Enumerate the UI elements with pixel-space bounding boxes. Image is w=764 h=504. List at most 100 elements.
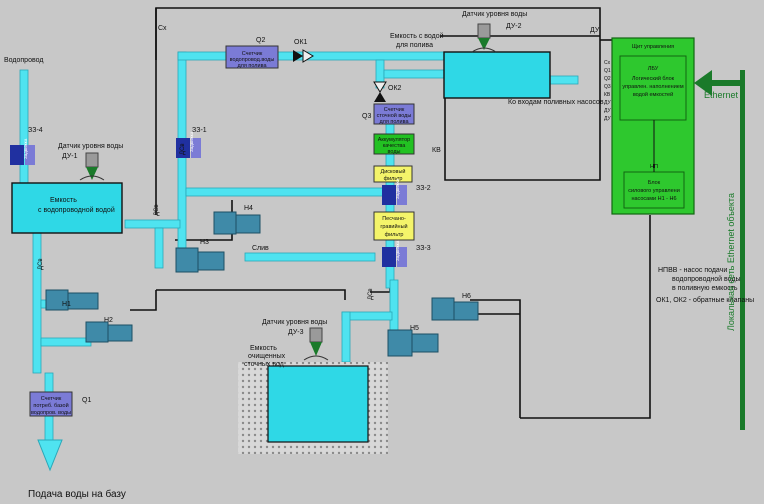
ethernet-label: Ethernet — [704, 90, 739, 100]
label-zz1: ЗЗ-1 — [192, 127, 207, 134]
label-zz2: ЗЗ-2 — [416, 185, 431, 192]
disk-l1: Дисковый — [380, 168, 405, 175]
dsv-right-label: ДСв — [180, 143, 186, 155]
legend-line4: ОК1, ОК2 - обратные клапаны — [656, 296, 754, 304]
sensor1-id: ДУ-1 — [62, 153, 78, 160]
sensor-1-icon — [79, 152, 105, 181]
sensor1-title: Датчик уровня воды — [58, 143, 123, 150]
panel-side-2: Q2 — [604, 76, 611, 82]
sensor2-id: ДУ-2 — [506, 23, 522, 30]
pumps — [45, 211, 479, 357]
power-block — [623, 171, 685, 209]
panel-side-6: ДУ — [604, 108, 611, 114]
meter-q1-l3: водопров. воды — [31, 410, 71, 416]
sensor3-id: ДУ-3 — [288, 329, 304, 336]
accum-l1: Аккумулятор — [378, 137, 410, 143]
panel-title: Щит управления — [632, 44, 674, 50]
sand-l1: Песчано- — [382, 216, 406, 222]
tank3-line3: сточных вод — [244, 361, 284, 368]
label-zz4: ЗЗ-4 — [28, 127, 43, 134]
accum-l3: воды — [388, 149, 401, 155]
meter-q2 — [225, 45, 279, 69]
label-q2: Q2 — [256, 37, 265, 44]
sensor3-title: Датчик уровня воды — [262, 319, 327, 326]
tank-treated-water — [267, 365, 369, 443]
meter-q2-l3: для полива — [237, 63, 267, 69]
meter-q1 — [29, 391, 73, 417]
meter-q2-l2: водопровод.воды — [230, 57, 275, 63]
valve-zz2-label: Задвижка — [395, 178, 400, 199]
label-n6: Н6 — [462, 293, 471, 300]
panel-side-1: Q1 — [604, 68, 611, 74]
tank-tap-water — [11, 182, 123, 234]
block-l3: насосами Н1 - Н6 — [631, 196, 676, 202]
supply-arrow-icon — [37, 439, 63, 472]
tank1-line2: с водопроводной водой — [38, 206, 115, 214]
legend-line2: водопроводной воды — [672, 275, 741, 283]
panel-side-7: ДУ — [604, 116, 611, 122]
label-du: ДУ — [590, 27, 600, 34]
meter-q1-l2: потреб. базой — [33, 402, 68, 409]
disk-filter — [373, 165, 413, 183]
label-n2: Н2 — [104, 317, 113, 324]
panel-side-0: Сх — [604, 60, 611, 66]
sensor2-title: Датчик уровня воды — [462, 11, 527, 18]
meter-q3-l1: Счетчик — [384, 107, 405, 113]
sand-l3: фильтр — [385, 232, 404, 238]
sand-l2: гравийный — [380, 223, 407, 230]
label-slip: Слив — [252, 245, 269, 252]
to-pumps-label: Ко входам поливных насосов — [508, 99, 604, 106]
tank3-line2: очищенных — [248, 353, 286, 360]
accum-l2: качества — [383, 143, 407, 149]
sensor-3-icon — [303, 327, 329, 361]
panel-side-3: Q3 — [604, 84, 611, 90]
block-l1: Блок — [648, 180, 661, 186]
sand-filter — [373, 211, 415, 241]
valves — [10, 138, 407, 267]
ethernet-link-icon — [694, 70, 745, 430]
lbu-l4: водой емкостей — [633, 91, 673, 98]
label-q1: Q1 — [82, 397, 91, 404]
tank2-line1: Емкость с водой — [390, 32, 444, 40]
lbu-l2: Логический блок — [632, 75, 675, 82]
label-kv: КВ — [432, 147, 441, 154]
valve-zz3-label: Задвижка — [395, 240, 400, 261]
tank1-line1: Емкость — [50, 197, 77, 204]
check-valve-ok2-icon — [373, 81, 387, 102]
meter-q3-l3: для полива — [379, 119, 409, 125]
lbu-l1: ЛБУ — [648, 66, 659, 72]
meter-q3-l2: сточной воды — [377, 112, 412, 119]
disk-l2: фильтр — [384, 176, 403, 182]
supply-label: Подача воды на базу — [28, 488, 126, 500]
label-ok2: ОК2 — [388, 85, 402, 92]
dsv-left-label: ДСв — [38, 258, 44, 270]
meter-q3 — [373, 103, 415, 125]
label-ok1: ОК1 — [294, 39, 308, 46]
label-n4: Н4 — [244, 205, 253, 212]
tank3-line1: Емкость — [250, 345, 277, 352]
label-n3: Н3 — [200, 239, 209, 246]
label-q3: Q3 — [362, 113, 371, 120]
tank2-line2: для полива — [396, 42, 433, 49]
label-n1: Н1 — [62, 301, 71, 308]
meter-q2-l1: Счетчик — [242, 51, 263, 57]
lbu-block — [619, 55, 687, 121]
accumulator — [373, 133, 415, 155]
block-l2: силового управлени — [628, 188, 680, 194]
panel-side-5: ДУ — [604, 100, 611, 106]
sensor-2-icon — [471, 23, 497, 53]
label-n5: Н5 — [410, 325, 419, 332]
lan-label: Локальная сеть Ethernet объекта — [726, 193, 736, 331]
panel-side-4: КВ — [604, 92, 611, 98]
valve-zz4-label: Задвижка — [23, 138, 28, 159]
tank-irrigation — [443, 51, 551, 99]
check-valve-ok1-icon — [293, 49, 314, 63]
npu-label: НП — [650, 164, 658, 170]
meter-q1-l1: Счетчик — [41, 396, 62, 402]
label-zz3: ЗЗ-3 — [416, 245, 431, 252]
dsv-top-label: ДСв — [154, 204, 160, 216]
lbu-l3: управлен. наполнением — [622, 84, 683, 90]
valve-zz1-label: Задвижка — [189, 131, 194, 152]
